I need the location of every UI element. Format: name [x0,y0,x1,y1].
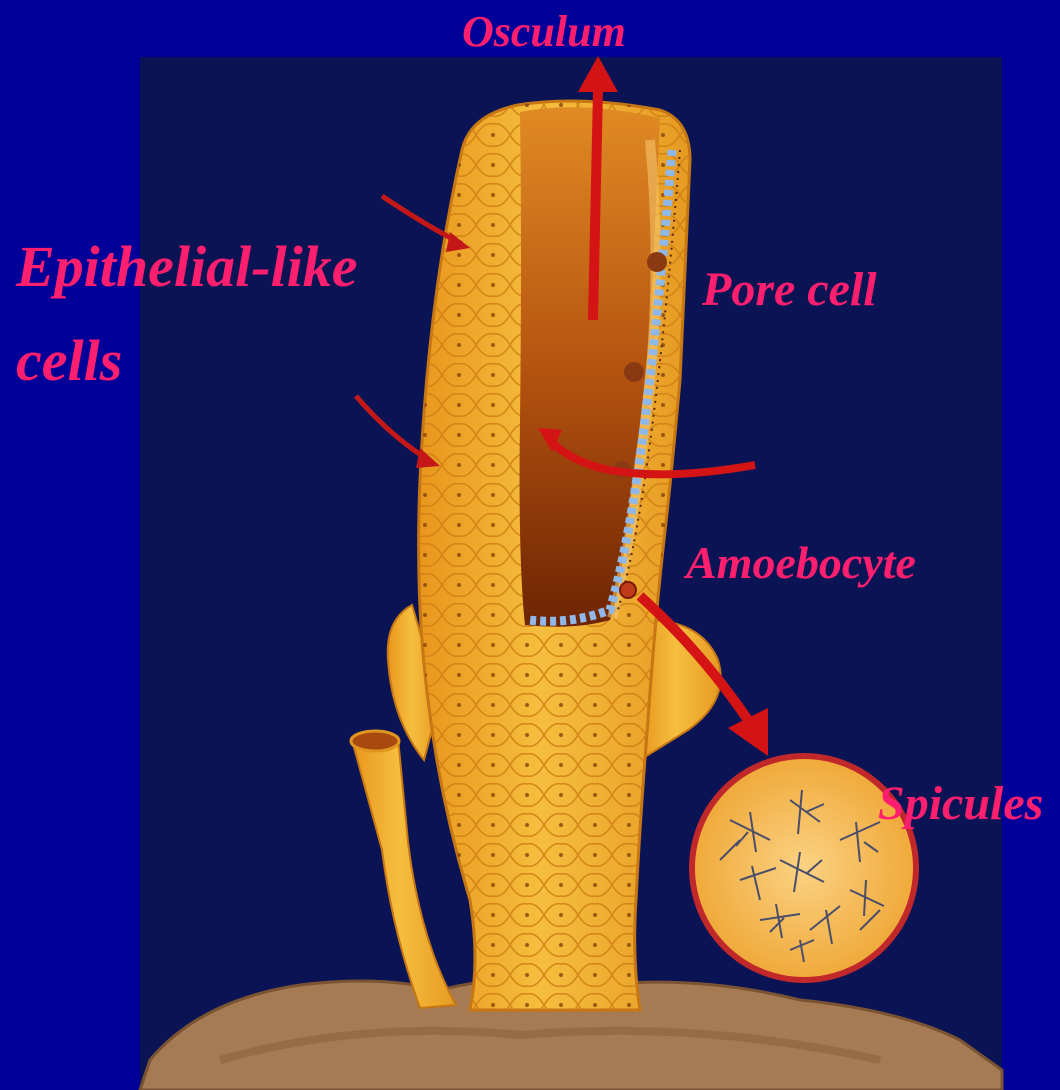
pore-cell [647,252,667,272]
label-epithelial-cells-line2: cells [16,332,122,390]
amoebocyte-cell [620,582,636,598]
label-epithelial-cells: Epithelial-like [16,238,358,296]
label-osculum: Osculum [462,10,626,54]
osculum-arrow [593,90,598,320]
label-pore-cell: Pore cell [702,266,877,314]
side-tube-left-opening [351,731,399,751]
label-amoebocyte: Amoebocyte [686,540,916,586]
pore-cell [624,362,644,382]
label-spicules: Spicules [878,780,1043,828]
